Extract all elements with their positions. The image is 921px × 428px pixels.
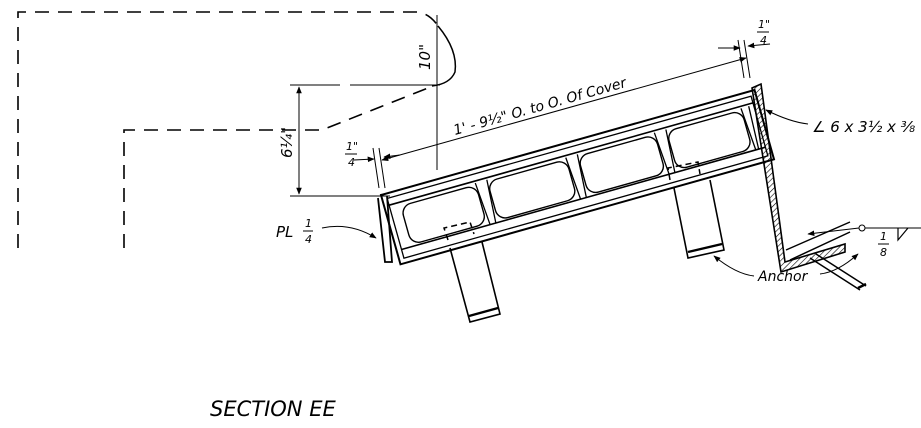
dimension-10-inch: 10" bbox=[350, 15, 440, 170]
weld-symbol: 1 8 bbox=[807, 224, 921, 259]
dim-top-num: 1" bbox=[758, 18, 770, 31]
anchor-right bbox=[667, 161, 725, 259]
dim-6-label: 6¼" bbox=[278, 127, 296, 158]
weld-num: 1 bbox=[880, 230, 887, 243]
plate-label: PL bbox=[276, 223, 293, 241]
plate-num: 1 bbox=[305, 217, 312, 230]
angle-label-group: ∠ 6 x 3½ x ⅜ bbox=[765, 109, 916, 136]
anchor-left bbox=[443, 221, 501, 323]
dim-10-label: 10" bbox=[416, 44, 434, 70]
section-title: SECTION EE bbox=[210, 397, 336, 421]
dim-length-label: 1' - 9½" O. to O. Of Cover bbox=[452, 75, 630, 139]
dim-top-den: 4 bbox=[760, 34, 767, 47]
anchor-angle bbox=[785, 221, 867, 291]
dimension-left-quarter: 1" 4 bbox=[345, 140, 401, 189]
plate-den: 4 bbox=[305, 233, 312, 246]
left-end-plate bbox=[377, 195, 393, 263]
dimension-6-quarter: 6¼" bbox=[278, 84, 390, 197]
dim-left-num: 1" bbox=[346, 140, 358, 153]
dim-left-den: 4 bbox=[348, 156, 355, 169]
plate-label-group: PL 1 4 bbox=[276, 217, 377, 246]
dimension-top-quarter: 1" 4 bbox=[718, 18, 770, 79]
anchor-label-group: Anchor bbox=[713, 253, 859, 285]
angle-section bbox=[751, 82, 846, 274]
weld-den: 8 bbox=[880, 246, 887, 259]
anchor-label: Anchor bbox=[757, 269, 809, 285]
existing-structure-outline bbox=[17, 11, 457, 248]
cover-assembly bbox=[379, 88, 776, 266]
angle-label: ∠ 6 x 3½ x ⅜ bbox=[812, 118, 916, 136]
